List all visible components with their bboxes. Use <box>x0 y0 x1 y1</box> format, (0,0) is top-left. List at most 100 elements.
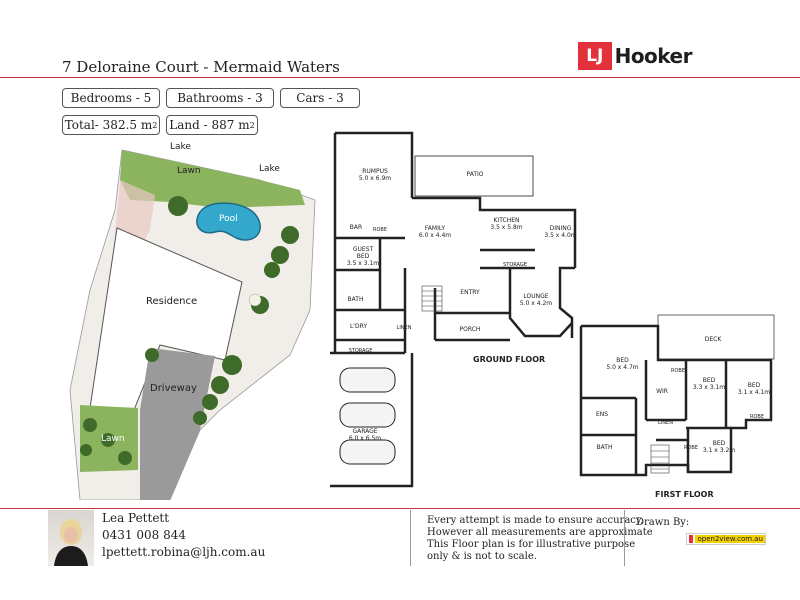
bedrooms-label: Bedrooms - 5 <box>70 91 152 105</box>
gf-guest-name2: BED <box>356 253 370 260</box>
gf-lounge-name: LOUNGE <box>523 293 549 300</box>
land-area-sup: 2 <box>249 120 255 130</box>
gf-rumpus: RUMPUS 5.0 x 6.9m <box>350 168 400 182</box>
ff-deck: DECK <box>704 336 722 343</box>
ff-bed3-dim: 3.1 x 4.1m <box>737 389 771 396</box>
gf-dining-name: DINING <box>549 225 572 232</box>
bathrooms-box: Bathrooms - 3 <box>166 88 274 108</box>
ff-bed4-dim: 3.1 x 3.2m <box>702 447 736 454</box>
ff-bed2-dim: 3.3 x 3.1m <box>692 384 726 391</box>
cars-label: Cars - 3 <box>296 91 344 105</box>
gf-porch: PORCH <box>459 326 481 333</box>
ff-bed2: BED 3.3 x 3.1m <box>689 377 729 391</box>
open2view-text: open2view.com.au <box>695 535 765 543</box>
total-area-sup: 2 <box>152 120 158 130</box>
ff-bed1-name: BED <box>616 357 629 364</box>
gf-bar: BAR <box>349 224 363 231</box>
ff-bath: BATH <box>596 444 613 451</box>
gf-entry: ENTRY <box>460 289 480 296</box>
ff-bed3: BED 3.1 x 4.1m <box>734 382 774 396</box>
agent-name: Lea Pettett <box>102 511 170 525</box>
gf-guest-dim: 3.5 x 3.1m <box>346 260 380 267</box>
gf-patio: PATIO <box>466 171 484 178</box>
ff-robe3: ROBE <box>750 414 764 420</box>
disclaimer-line-4: only & is not to scale. <box>427 551 537 562</box>
driveway-label: Driveway <box>150 383 197 394</box>
gf-ldry: L'DRY <box>349 323 368 330</box>
gf-kitchen-name: KITCHEN <box>493 217 520 224</box>
gf-family-name: FAMILY <box>424 225 446 232</box>
bedrooms-box: Bedrooms - 5 <box>62 88 160 108</box>
gf-guest-name: GUEST <box>352 246 374 253</box>
footer-separator-1 <box>410 510 411 566</box>
footer-separator-2 <box>624 510 625 566</box>
footer-divider <box>0 508 800 509</box>
gf-family: FAMILY 6.0 x 4.4m <box>410 225 460 239</box>
bathrooms-label: Bathrooms - 3 <box>177 91 263 105</box>
drawn-by-label: Drawn By: <box>636 517 690 528</box>
land-area-label: Land - 887 m <box>169 118 250 132</box>
gf-kitchen-dim: 3.5 x 5.8m <box>490 224 523 231</box>
disclaimer: Every attempt is made to ensure accuracy… <box>427 515 653 563</box>
agent-phone[interactable]: 0431 008 844 <box>102 528 186 542</box>
total-area-label: Total- 382.5 m <box>64 118 153 132</box>
gf-garage-dim: 6.0 x 6.5m <box>348 435 382 442</box>
lake-top-label: Lake <box>170 142 191 152</box>
gf-family-dim: 6.0 x 4.4m <box>418 232 452 239</box>
disclaimer-line-2: However all measurements are approximate <box>427 527 653 538</box>
lawn-top-area <box>120 150 305 208</box>
residence-label: Residence <box>146 296 198 307</box>
gf-storage-kitchen: STORAGE <box>503 262 527 268</box>
lj-hooker-logo: LJ Hooker <box>578 42 693 70</box>
agent-email[interactable]: lpettett.robina@ljh.com.au <box>102 545 266 559</box>
ff-bed1: BED 5.0 x 4.7m <box>600 357 645 371</box>
ground-floor-label: GROUND FLOOR <box>473 355 546 364</box>
ff-bed3-name: BED <box>747 382 761 389</box>
ground-stairs <box>421 285 443 312</box>
lawn-bottom-label: Lawn <box>101 434 125 444</box>
open2view-icon <box>689 535 694 543</box>
gf-guest: GUEST BED 3.5 x 3.1m <box>343 246 383 267</box>
trees <box>80 196 299 465</box>
pool-shape <box>196 202 261 241</box>
cars-box: Cars - 3 <box>280 88 360 108</box>
gf-rumpus-name: RUMPUS <box>362 168 388 175</box>
ff-ens: ENS <box>595 411 609 418</box>
open2view-logo: open2view.com.au <box>686 533 766 545</box>
gf-lounge-dim: 5.0 x 4.2m <box>519 300 553 307</box>
agent-avatar <box>54 519 88 566</box>
ff-bed2-name: BED <box>702 377 716 384</box>
disclaimer-line-3: This Floor plan is for illustrative purp… <box>427 539 636 550</box>
lake-right-label: Lake <box>259 164 280 174</box>
garage-cars <box>339 367 396 465</box>
lawn-top-label: Lawn <box>177 166 201 176</box>
ff-linen: LINEN <box>658 420 673 426</box>
gf-dining-dim: 3.5 x 4.0m <box>544 232 577 239</box>
gf-rumpus-dim: 5.0 x 6.9m <box>358 175 392 182</box>
page-title: 7 Deloraine Court - Mermaid Waters <box>62 58 340 76</box>
driveway-shape <box>140 348 215 500</box>
first-stairs <box>650 444 670 474</box>
gf-kitchen: KITCHEN 3.5 x 5.8m <box>484 217 529 231</box>
pool-label: Pool <box>219 214 238 224</box>
gf-garage: GARAGE 6.0 x 6.5m <box>345 428 385 442</box>
ff-robe4: ROBE <box>684 445 698 451</box>
ground-floor-plan <box>330 131 577 488</box>
gf-lounge: LOUNGE 5.0 x 4.2m <box>516 293 556 307</box>
disclaimer-line-1: Every attempt is made to ensure accuracy… <box>427 515 644 526</box>
ff-robe1: ROBE <box>671 368 685 374</box>
header-divider <box>0 77 800 78</box>
gf-storage: STORAGE <box>348 348 373 354</box>
gf-bath: BATH <box>347 296 364 303</box>
logo-lj: LJ <box>578 42 612 70</box>
gf-linen: LINEN <box>396 325 412 331</box>
first-floor-plan <box>579 314 775 477</box>
site-plan <box>69 149 316 500</box>
ff-bed4: BED 3.1 x 3.2m <box>699 440 739 454</box>
gf-robe: ROBE <box>373 227 387 233</box>
logo-hooker: Hooker <box>611 42 693 70</box>
umbrella <box>248 293 262 307</box>
gf-garage-name: GARAGE <box>352 428 378 435</box>
